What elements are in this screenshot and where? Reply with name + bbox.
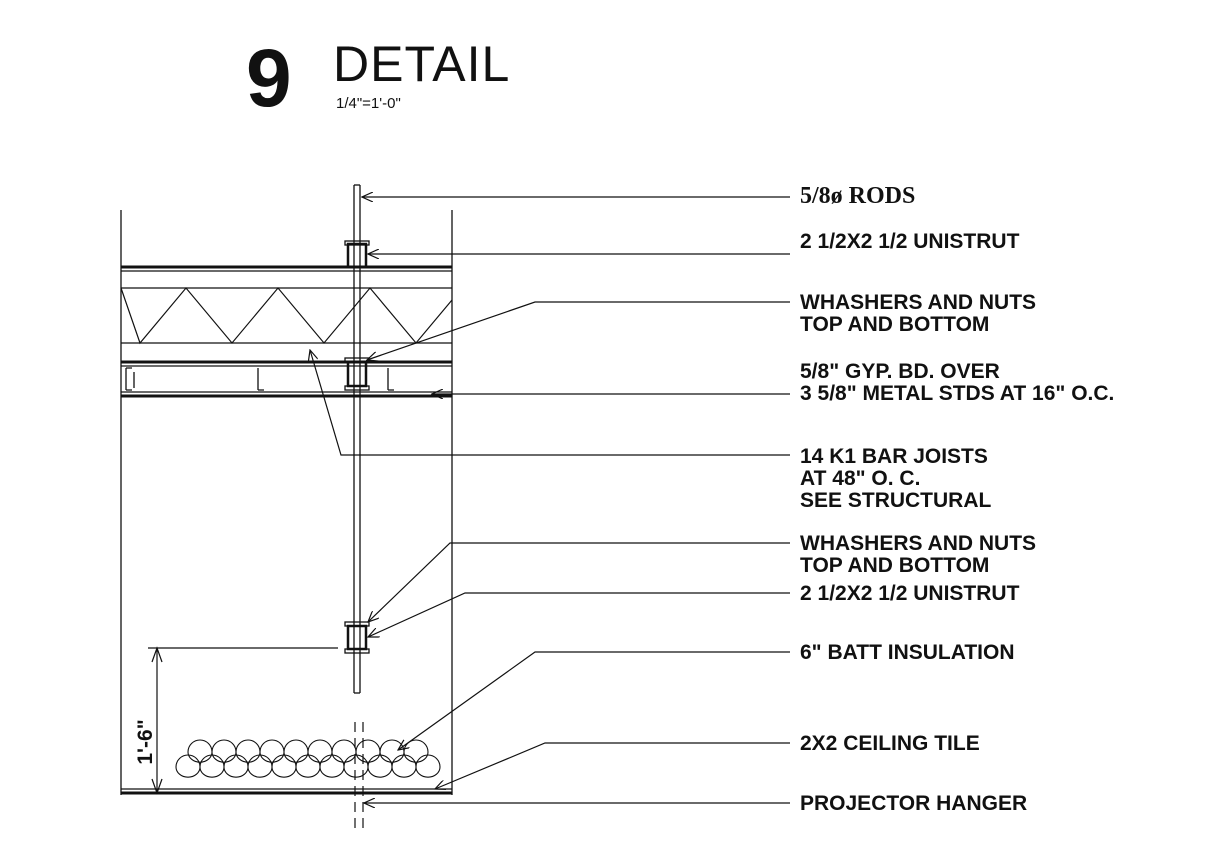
insulation-scallop-row	[175, 754, 441, 778]
label-bar-joists: 14 K1 BAR JOISTS AT 48" O. C. SEE STRUCT…	[800, 445, 992, 512]
label-line: 2 1/2X2 1/2 UNISTRUT	[800, 582, 1020, 605]
nut-bottom	[344, 621, 370, 654]
threaded-rod	[353, 184, 361, 694]
label-unistrut-bottom: 2 1/2X2 1/2 UNISTRUT	[800, 582, 1020, 605]
insulation-scallop-row	[187, 739, 429, 763]
label-line: 3 5/8" METAL STDS AT 16" O.C.	[800, 382, 1114, 405]
label-unistrut-top: 2 1/2X2 1/2 UNISTRUT	[800, 230, 1020, 253]
nut-middle	[344, 357, 370, 391]
label-line: PROJECTOR HANGER	[800, 792, 1027, 815]
label-batt-insulation: 6" BATT INSULATION	[800, 641, 1015, 664]
label-line: 2 1/2X2 1/2 UNISTRUT	[800, 230, 1020, 253]
bar-joist-truss	[120, 287, 453, 345]
label-line: TOP AND BOTTOM	[800, 313, 989, 336]
label-line: 5/8" GYP. BD. OVER	[800, 360, 1000, 383]
label-line: 14 K1 BAR JOISTS	[800, 445, 988, 468]
detail-number: 9	[246, 33, 292, 124]
side-walls	[120, 210, 453, 795]
batt-insulation	[175, 739, 441, 778]
label-washers-bottom: WHASHERS AND NUTS TOP AND BOTTOM	[800, 532, 1036, 577]
label-line: 6" BATT INSULATION	[800, 641, 1015, 664]
label-line: AT 48" O. C.	[800, 467, 920, 490]
label-line: WHASHERS AND NUTS	[800, 532, 1036, 555]
label-washers-top: WHASHERS AND NUTS TOP AND BOTTOM	[800, 291, 1036, 336]
metal-stud-band	[121, 360, 452, 398]
detail-title: DETAIL	[333, 36, 510, 92]
projector-hanger	[354, 722, 364, 828]
top-beam	[121, 265, 452, 272]
title-block: 9 DETAIL 1/4"=1'-0"	[246, 33, 510, 124]
nut-top	[344, 240, 370, 269]
label-rods: 5/8ø RODS	[800, 183, 915, 209]
label-line: SEE STRUCTURAL	[800, 489, 992, 512]
label-line: TOP AND BOTTOM	[800, 554, 989, 577]
label-line: 5/8ø RODS	[800, 183, 915, 209]
label-line: WHASHERS AND NUTS	[800, 291, 1036, 314]
leader-lines	[310, 197, 790, 803]
dimension-text: 1'-6"	[134, 719, 157, 764]
dimension-line: 1'-6"	[134, 646, 338, 795]
detail-scale: 1/4"=1'-0"	[336, 95, 401, 112]
ceiling-tile	[121, 788, 452, 795]
label-line: 2X2 CEILING TILE	[800, 732, 980, 755]
label-ceiling-tile: 2X2 CEILING TILE	[800, 732, 980, 755]
label-projector-hanger: PROJECTOR HANGER	[800, 792, 1027, 815]
label-gyp-bd: 5/8" GYP. BD. OVER 3 5/8" METAL STDS AT …	[800, 360, 1114, 405]
